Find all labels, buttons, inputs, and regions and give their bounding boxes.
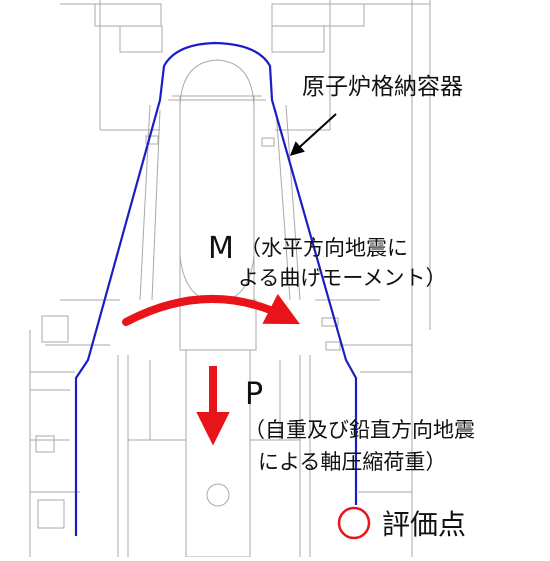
- moment-symbol: M: [208, 231, 234, 266]
- axial-description-line2: による軸圧縮荷重）: [258, 450, 447, 474]
- axial-symbol: P: [245, 377, 264, 412]
- vessel-label: 原子炉格納容器: [302, 74, 463, 100]
- vessel-leader-arrow: [289, 113, 337, 156]
- containment-vessel-outline: [74, 41, 358, 536]
- evaluation-point-label: 評価点: [382, 508, 467, 541]
- moment-description-line1: （水平方向地震に: [240, 236, 408, 260]
- bending-moment-arrow: [122, 293, 300, 326]
- evaluation-point-marker: [337, 506, 371, 540]
- moment-description-line2: よる曲げモーメント）: [238, 266, 447, 290]
- axial-description-line1: （自重及び鉛直方向地震: [244, 418, 475, 442]
